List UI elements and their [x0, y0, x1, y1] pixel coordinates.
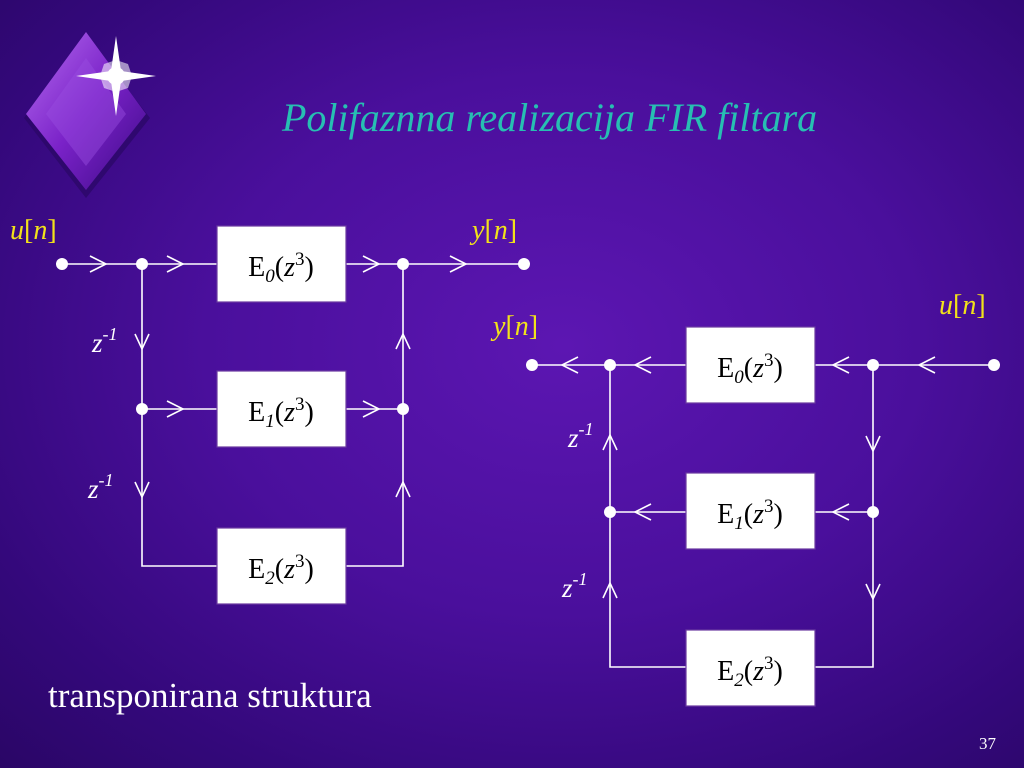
slide-title: Polifaznna realizacija FIR filtara [282, 95, 818, 140]
right-delay-label-2: z-1 [561, 569, 588, 603]
left-arrow-e0-out [362, 255, 381, 273]
left-block-e2-label: E2(z3) [248, 551, 314, 589]
right-block-e0 [685, 326, 816, 404]
right-arrow-out [560, 356, 579, 374]
right-block-e0-label: E0(z3) [717, 350, 783, 388]
right-output-label: y[n] [490, 311, 538, 342]
right-arrow-up-2 [602, 581, 618, 599]
left-arrow-delay-1 [134, 333, 150, 351]
left-arrow-up-1 [395, 332, 411, 350]
right-output-node [526, 359, 538, 371]
left-input-label: u[n] [10, 215, 57, 246]
right-arrow-e1-in [831, 503, 850, 521]
right-arrow-e0-out [633, 356, 652, 374]
left-branch-node-1 [136, 403, 148, 415]
left-arrow-e1-out [362, 400, 381, 418]
left-arrow-b0 [166, 255, 185, 273]
left-block-e0 [216, 225, 347, 303]
right-input-label: u[n] [939, 290, 986, 321]
right-arrow-down-1 [865, 435, 881, 453]
right-arrow-e0-in [831, 356, 850, 374]
left-delay-label-2: z-1 [87, 470, 114, 504]
left-adder-node-0 [397, 258, 409, 270]
right-block-e1 [685, 472, 816, 550]
left-block-e1 [216, 370, 347, 448]
left-arrow-b1 [166, 400, 185, 418]
left-branch-node-0 [136, 258, 148, 270]
left-input-node [56, 258, 68, 270]
page-number: 37 [979, 734, 996, 753]
left-adder-chain [346, 264, 404, 567]
right-arrow-in [917, 356, 936, 374]
right-feed-chain [815, 365, 874, 668]
left-adder-node-1 [397, 403, 409, 415]
right-block-e2-label: E2(z3) [717, 653, 783, 691]
left-delay-chain [141, 264, 217, 567]
structure-caption: transponirana struktura [48, 676, 372, 715]
right-arrow-e1-out [633, 503, 652, 521]
left-arrow-delay-2 [134, 481, 150, 499]
left-nodes [56, 258, 530, 415]
right-block-e2 [685, 629, 816, 707]
left-block-e1-label: E1(z3) [248, 394, 314, 432]
right-branch-node-0 [867, 359, 879, 371]
right-delay-chain [609, 365, 686, 668]
left-delay-label-1: z-1 [91, 324, 118, 358]
right-adder-node-1 [604, 506, 616, 518]
right-arrow-down-2 [865, 583, 881, 601]
right-input-node [988, 359, 1000, 371]
right-delay-label-1: z-1 [567, 419, 594, 453]
left-arrow-out [449, 255, 468, 273]
right-block-e1-label: E1(z3) [717, 496, 783, 534]
right-adder-node-0 [604, 359, 616, 371]
right-nodes [526, 359, 1000, 518]
left-block-e2 [216, 527, 347, 605]
left-arrow-up-2 [395, 480, 411, 498]
left-block-e0-label: E0(z3) [248, 249, 314, 287]
left-output-label: y[n] [469, 215, 517, 246]
right-arrow-up-1 [602, 433, 618, 451]
slide-logo-icon [24, 32, 156, 198]
left-output-node [518, 258, 530, 270]
right-branch-node-1 [867, 506, 879, 518]
left-arrow-in [89, 255, 108, 273]
